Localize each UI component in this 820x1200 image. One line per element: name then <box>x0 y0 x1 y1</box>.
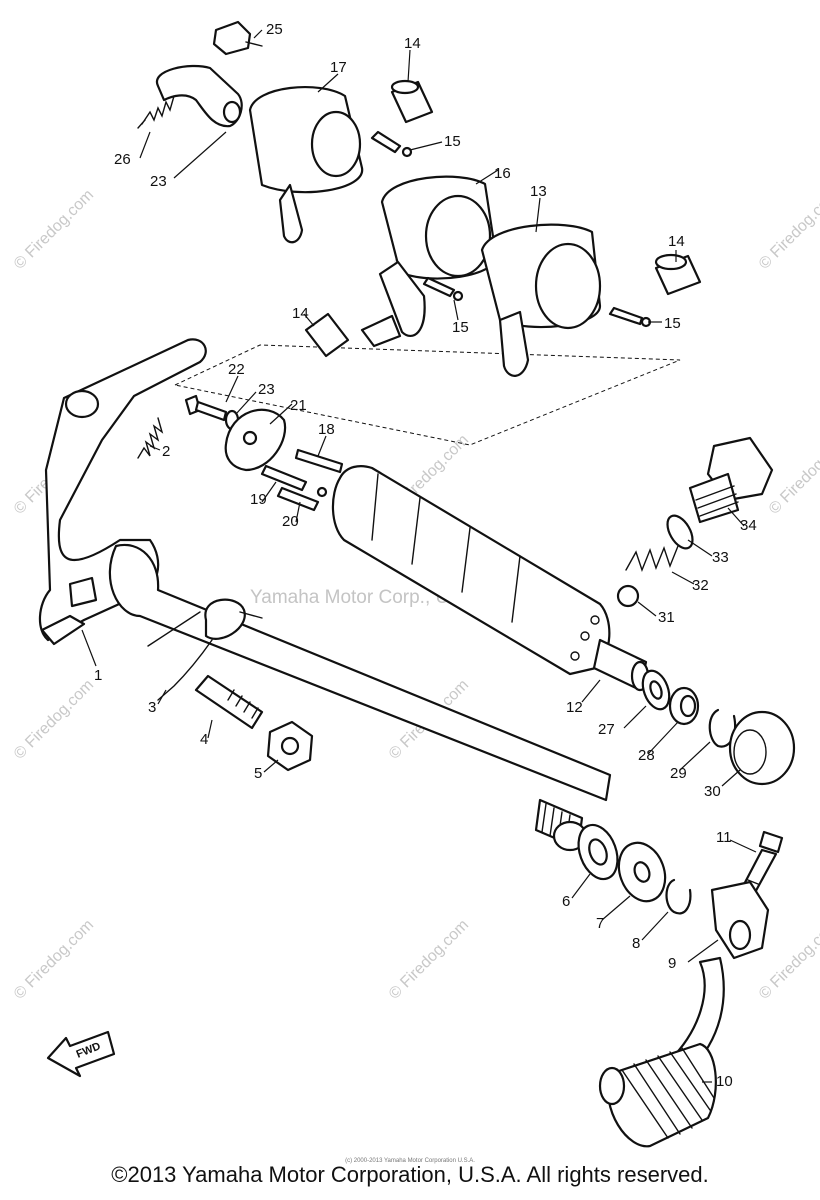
part-1-shift-shaft-assembly <box>38 338 612 802</box>
part-8-circlip <box>665 878 692 915</box>
watermark: © Firedog.com <box>11 186 97 272</box>
part-label-24: 23 <box>150 173 167 190</box>
part-label-14-right: 14 <box>668 233 685 250</box>
part-24-lever <box>155 64 243 128</box>
part-25-bolt <box>212 20 263 56</box>
part-label-11: 11 <box>716 829 732 846</box>
part-label-32: 32 <box>692 577 709 594</box>
part-label-6: 6 <box>562 893 570 910</box>
part-30-cap <box>728 710 796 786</box>
part-19-pin <box>260 464 308 492</box>
part-label-14: 14 <box>404 35 421 52</box>
part-32-spring <box>625 545 679 573</box>
part-label-19: 19 <box>250 491 267 508</box>
part-13-shift-fork <box>480 223 602 377</box>
part-label-31: 31 <box>658 609 675 626</box>
watermark: © Firedog.com <box>386 916 472 1002</box>
part-label-30: 30 <box>704 783 721 800</box>
part-7-washer <box>617 841 667 903</box>
part-26-spring <box>137 95 175 129</box>
watermark: © Firedog.com <box>766 431 820 517</box>
part-14-pin-right <box>654 253 702 296</box>
part-14-pin-left <box>304 312 350 358</box>
part-15-pin-right <box>608 306 652 328</box>
part-label-26: 26 <box>114 151 131 168</box>
watermark: © Firedog.com <box>756 186 820 272</box>
part-label-12: 12 <box>566 699 583 716</box>
part-33-gasket <box>666 514 694 550</box>
part-20-pin <box>276 486 328 512</box>
part-14-pin-top <box>390 79 434 124</box>
part-15-pin <box>370 130 413 158</box>
leader-lines <box>81 29 757 1083</box>
part-12-shift-drum <box>331 465 650 692</box>
part-label-23: 23 <box>258 381 275 398</box>
part-label-17: 17 <box>330 59 347 76</box>
watermark: © Firedog.com <box>11 916 97 1002</box>
part-6-washer <box>577 823 619 881</box>
part-label-25: 25 <box>266 21 283 38</box>
part-22-screw <box>184 394 228 422</box>
assembly-guide-line <box>173 344 681 446</box>
part-label-10: 10 <box>716 1073 733 1090</box>
copyright-footer: ©2013 Yamaha Motor Corporation, U.S.A. A… <box>111 1162 709 1187</box>
part-2-spring <box>137 417 164 459</box>
part-label-9: 9 <box>668 955 676 972</box>
part-label-1: 1 <box>94 667 102 684</box>
part-label-15-mid: 15 <box>452 319 469 336</box>
part-label-29: 29 <box>670 765 687 782</box>
part-5-nut <box>266 720 314 772</box>
part-9-shift-pedal <box>668 880 770 1072</box>
part-label-20: 20 <box>282 513 299 530</box>
part-label-28: 28 <box>638 747 655 764</box>
part-label-33: 33 <box>712 549 729 566</box>
part-label-16: 16 <box>494 165 511 182</box>
tiny-copyright-note: (c) 2000-2013 Yamaha Motor Corporation U… <box>345 1158 475 1164</box>
part-17-shift-fork <box>248 85 364 244</box>
part-4-stopper-bolt <box>194 674 264 730</box>
watermark: © Firedog.com <box>11 676 97 762</box>
part-label-15: 15 <box>444 133 461 150</box>
part-28-bearing <box>668 686 700 726</box>
part-label-7: 7 <box>596 915 604 932</box>
part-label-14-left: 14 <box>292 305 309 322</box>
part-label-21: 21 <box>290 397 307 414</box>
part-label-15-right: 15 <box>664 315 681 332</box>
part-34-plug-bolt <box>688 436 774 524</box>
part-label-34: 34 <box>740 517 757 534</box>
part-label-3: 3 <box>148 699 156 716</box>
part-label-13: 13 <box>530 183 547 200</box>
part-21-segment <box>224 408 287 472</box>
part-label-2: 2 <box>162 443 170 460</box>
fwd-arrow-icon: FWD <box>46 1030 116 1078</box>
part-label-18: 18 <box>318 421 335 438</box>
part-18-pin <box>294 448 344 474</box>
part-27-washer <box>641 669 671 711</box>
part-label-22: 22 <box>228 361 245 378</box>
part-label-4: 4 <box>200 731 208 748</box>
part-15-pin-mid <box>422 276 464 302</box>
part-label-27: 27 <box>598 721 615 738</box>
part-3-return-spring <box>147 598 263 701</box>
part-label-5: 5 <box>254 765 262 782</box>
part-16-shift-fork <box>360 175 498 348</box>
part-labels: 25 14 17 15 16 13 23 26 14 15 15 14 22 2… <box>94 21 757 1090</box>
part-label-8: 8 <box>632 935 640 952</box>
part-31-ball <box>616 584 640 608</box>
part-10-pedal-rubber <box>598 1042 717 1148</box>
